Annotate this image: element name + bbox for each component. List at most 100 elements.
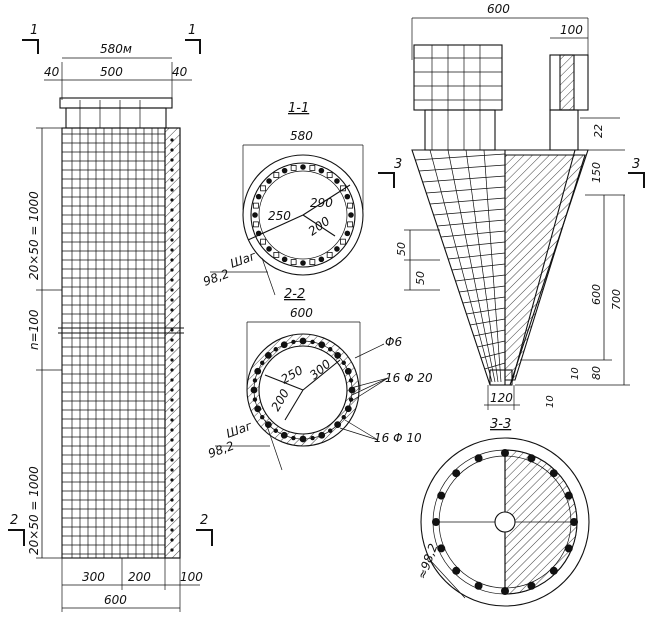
rebar-bar	[300, 164, 306, 170]
pile-top-total: 580м	[100, 42, 132, 56]
rebar-dot	[170, 378, 174, 382]
rebar-bar	[280, 431, 288, 439]
tip-dim-80: 80	[590, 366, 603, 380]
sec11-pitch-val: 98,2	[201, 267, 231, 289]
rebar-dot	[170, 298, 174, 302]
rebar-dot	[170, 228, 174, 232]
rebar-dot	[170, 308, 174, 312]
rebar-dot	[170, 518, 174, 522]
tip-width-small: 100	[560, 23, 583, 37]
rebar-dot	[170, 388, 174, 392]
rebar-dot	[170, 548, 174, 552]
rebar-bar	[344, 367, 352, 375]
rebar-dot	[170, 368, 174, 372]
tip-hoop	[451, 263, 506, 271]
tip-bottom: 120	[490, 391, 513, 405]
rebar-dot	[170, 508, 174, 512]
tip-width: 600	[487, 2, 510, 16]
pile-section-mark-right: 1	[188, 23, 196, 38]
pile-top-right: 40	[172, 65, 188, 79]
rebar-bar	[299, 435, 307, 443]
tip-rebar-line	[447, 149, 496, 383]
pile-bottom-b: 200	[128, 570, 151, 584]
rebar-dot	[170, 208, 174, 212]
rebar-dot	[170, 418, 174, 422]
rebar-dot	[170, 528, 174, 532]
rebar-bar	[348, 212, 354, 218]
tip-dim-22: 22	[592, 124, 605, 138]
rebar-bar	[452, 469, 461, 478]
rebar-bar	[291, 339, 296, 345]
pile-dim-upper: 20×50 = 1000	[27, 191, 41, 280]
rebar-bar	[549, 566, 558, 575]
tip-rebar-line	[483, 149, 502, 383]
rebar-dot	[170, 288, 174, 292]
rebar-tie	[273, 252, 280, 258]
tip-hoop	[437, 219, 506, 227]
rebar-dot	[170, 168, 174, 172]
rebar-tie	[290, 259, 297, 265]
pile-dim-middle: n=100	[27, 309, 41, 350]
rebar-bar	[273, 428, 278, 433]
rebar-dot	[170, 218, 174, 222]
rebar-bar	[344, 193, 351, 200]
tip-hoop	[470, 318, 506, 326]
rebar-bar	[334, 351, 342, 359]
rebar-bar	[328, 347, 333, 352]
rebar-bar	[549, 469, 558, 478]
rebar-bar	[437, 544, 446, 553]
tip-dim-50b: 50	[414, 271, 427, 285]
tip-hoop	[455, 274, 506, 282]
rebar-bar	[300, 260, 306, 266]
rebar-bar	[348, 378, 354, 383]
tip-hoop	[429, 197, 506, 205]
pile-tip-elevation: 600 100 3 3	[378, 2, 645, 410]
rebar-bar	[318, 341, 326, 349]
tip-dim-10b: 10	[545, 395, 556, 408]
tip-section-mark-right: 3	[632, 157, 640, 172]
rebar-bar	[255, 193, 262, 200]
rebar-tie	[340, 238, 346, 245]
rebar-bar	[527, 581, 536, 590]
tip-dim-10a: 10	[570, 367, 581, 380]
pile-bottom-mark-left: 2	[10, 513, 18, 528]
rebar-dot	[170, 398, 174, 402]
rebar-bar	[254, 405, 262, 413]
rebar-dot	[170, 458, 174, 462]
rebar-bar	[252, 378, 258, 383]
tip-dim-700: 700	[610, 289, 623, 310]
rebar-bar	[527, 454, 536, 463]
rebar-bar	[328, 428, 333, 433]
rebar-dot	[170, 498, 174, 502]
sec22-diameter: 600	[290, 306, 313, 320]
rebar-tie	[260, 185, 266, 192]
sec11-r-inner: 250	[268, 209, 291, 223]
rebar-bar	[341, 415, 346, 420]
rebar-dot	[170, 478, 174, 482]
rebar-bar	[318, 167, 325, 174]
tip-hoop	[448, 252, 506, 260]
rebar-bar	[318, 431, 326, 439]
rebar-bar	[266, 178, 272, 184]
rebar-dot	[170, 198, 174, 202]
rebar-tie	[253, 221, 259, 228]
rebar-bar	[501, 587, 509, 595]
rebar-bar	[254, 367, 262, 375]
sec22-pitch-val: 98,2	[206, 439, 236, 461]
tip-hoop	[444, 241, 506, 249]
rebar-bar	[250, 386, 258, 394]
rebar-dot	[170, 248, 174, 252]
rebar-bar	[334, 421, 342, 429]
rebar-dot	[170, 278, 174, 282]
rebar-bar	[281, 167, 288, 174]
rebar-bar	[437, 491, 446, 500]
rebar-dot	[170, 148, 174, 152]
rebar-bar	[348, 386, 356, 394]
rebar-tie	[347, 221, 353, 228]
rebar-tie	[347, 202, 353, 209]
rebar-dot	[170, 268, 174, 272]
sec22-bars-main: 16 Φ 20	[385, 371, 433, 385]
rebar-bar	[474, 581, 483, 590]
pile-section-mark-left: 1	[30, 23, 38, 38]
